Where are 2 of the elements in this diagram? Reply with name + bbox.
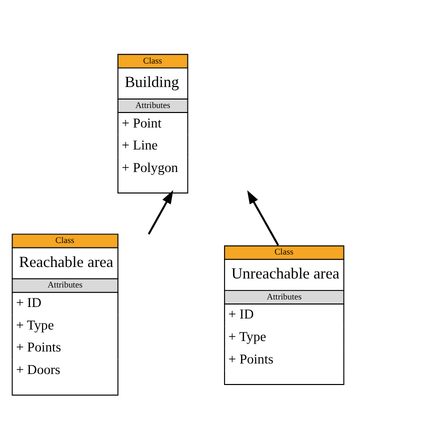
arrow xyxy=(148,190,174,234)
arrow xyxy=(247,190,279,246)
